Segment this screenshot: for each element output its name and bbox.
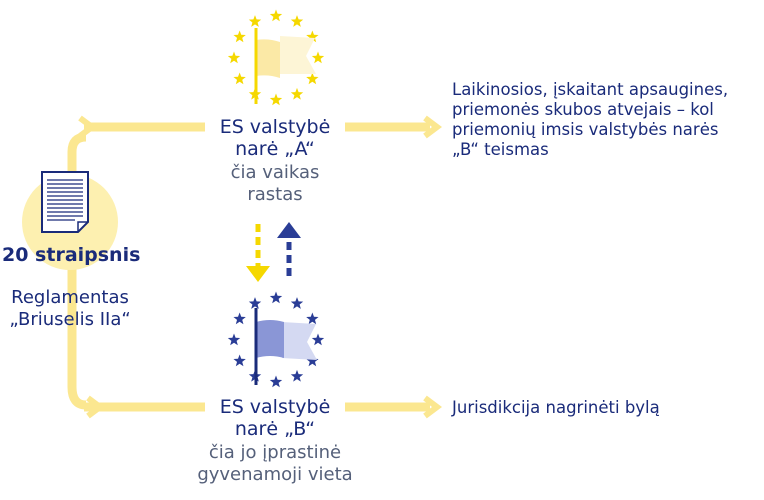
- star: [269, 291, 283, 304]
- flag-icon: [254, 308, 317, 385]
- state-a-desc-line1: čia vaikas: [230, 162, 320, 183]
- flag-icon: [254, 28, 316, 104]
- star: [306, 72, 319, 85]
- star: [311, 51, 325, 64]
- dashed-arrow-down-head: [246, 266, 270, 282]
- dashed-arrow-up-head: [277, 222, 301, 238]
- document-icon: [41, 171, 89, 233]
- arrow-head-outcome-b: [423, 395, 442, 419]
- arrow-head-to-state-a: [78, 115, 97, 139]
- star: [233, 354, 246, 367]
- star: [248, 297, 262, 309]
- star: [233, 72, 246, 85]
- regulation-label-line2: „Briuselis IIa“: [9, 309, 131, 330]
- state-a-name-line1: ES valstybė: [219, 116, 331, 138]
- state-a-name-line2: narė „A“: [235, 138, 315, 160]
- regulation-label-line1: Reglamentas: [11, 287, 129, 308]
- eu-stars-icon: [227, 9, 325, 106]
- star: [290, 87, 304, 100]
- star: [269, 375, 283, 388]
- star: [233, 30, 246, 43]
- star: [306, 354, 319, 367]
- star: [290, 297, 304, 309]
- star: [290, 369, 304, 382]
- star: [306, 30, 319, 43]
- star: [233, 312, 246, 325]
- state-b-name-line1: ES valstybė: [219, 396, 331, 418]
- star: [269, 9, 283, 22]
- star: [227, 333, 241, 346]
- star: [227, 51, 241, 64]
- star: [269, 93, 283, 106]
- star: [311, 333, 325, 346]
- article-label: 20 straipsnis: [2, 244, 141, 266]
- arrow-head-outcome-a: [423, 115, 442, 139]
- star: [306, 312, 319, 325]
- state-a-desc-line2: rastas: [247, 184, 303, 205]
- star: [290, 15, 304, 27]
- star: [248, 15, 262, 27]
- state-b-name-line2: narė „B“: [234, 418, 316, 440]
- arrow-head-to-state-b: [86, 395, 105, 419]
- state-a-outcome: Laikinosios, įskaitant apsaugines, priem…: [452, 80, 760, 160]
- state-a-outcome-line: priemonių imsis valstybės narės: [452, 120, 719, 139]
- state-a-outcome-line: „B“ teismas: [452, 140, 549, 159]
- state-b-outcome: Jurisdikcija nagrinėti bylą: [452, 398, 660, 417]
- state-b-desc-line1: čia jo įprastinė: [208, 442, 342, 463]
- state-a-outcome-line: Laikinosios, įskaitant apsaugines,: [452, 80, 729, 99]
- state-a-outcome-line: priemonės skubos atvejais – kol: [452, 100, 714, 119]
- state-b-desc-line2: gyvenamoji vieta: [197, 464, 353, 485]
